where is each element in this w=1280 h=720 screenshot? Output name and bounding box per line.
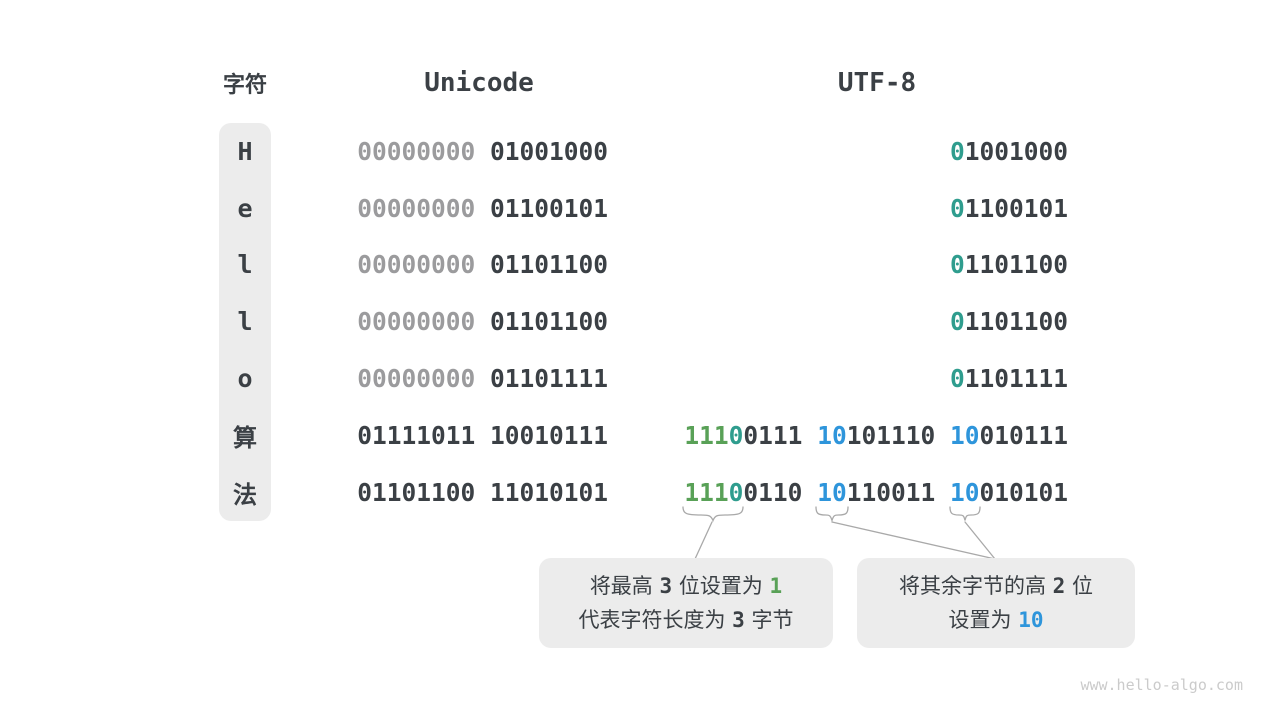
- text-segment: 01101111: [475, 364, 608, 394]
- text-segment: 00000000: [357, 307, 476, 337]
- text-segment: 10: [949, 420, 980, 450]
- text-segment: 01001000: [475, 136, 608, 166]
- text-segment: 010111: [979, 420, 1068, 450]
- text-segment: 010101: [979, 477, 1068, 507]
- text-segment: 1101100: [964, 250, 1068, 280]
- text-segment: 0: [949, 307, 965, 337]
- text-segment: 01101100: [475, 307, 608, 337]
- note-line: 代表字符长度为 3 字节: [578, 607, 793, 633]
- text-segment: 0111: [743, 420, 818, 450]
- text-segment: 1001000: [964, 136, 1068, 166]
- unicode-cell: 00000000 01101100: [356, 237, 608, 294]
- text-segment: 111: [684, 477, 729, 507]
- text-segment: 10: [817, 477, 847, 507]
- text-segment: 01100101: [475, 193, 608, 223]
- connector-line-right: [964, 521, 996, 560]
- text-segment: 0: [949, 364, 965, 394]
- char-glyph: 算: [233, 423, 257, 452]
- char-glyph: H: [237, 136, 253, 166]
- text-segment: 01101100 11010101: [357, 477, 608, 507]
- char-cell: 法: [219, 464, 271, 521]
- char-glyph: e: [237, 193, 253, 223]
- text-segment: 00000000: [357, 250, 476, 280]
- note-high-bits: 将最高 3 位设置为 1 代表字符长度为 3 字节: [539, 558, 833, 648]
- text-segment: 0: [949, 250, 965, 280]
- text-segment: 111: [684, 420, 729, 450]
- text-segment: 0: [949, 193, 965, 223]
- note-line: 设置为 10: [949, 607, 1044, 633]
- text-segment: 1101100: [964, 307, 1068, 337]
- char-cell: e: [219, 180, 271, 237]
- text-segment: 00000000: [357, 364, 476, 394]
- text-segment: 2: [1052, 574, 1066, 599]
- text-segment: 将最高: [589, 574, 660, 599]
- text-segment: 位设置为: [672, 574, 770, 599]
- char-cell: H: [219, 123, 271, 180]
- text-segment: 10: [1018, 607, 1044, 632]
- unicode-cell: 00000000 01100101: [356, 180, 608, 237]
- text-segment: 0: [728, 420, 744, 450]
- text-segment: 3: [659, 574, 673, 599]
- text-segment: 0110: [743, 477, 818, 507]
- text-segment: 位: [1065, 574, 1094, 599]
- text-segment: 00000000: [357, 193, 476, 223]
- text-segment: 01111011 10010111: [357, 420, 608, 450]
- text-segment: 3: [732, 607, 745, 632]
- note-line: 将最高 3 位设置为 1: [590, 573, 782, 599]
- text-segment: 0: [728, 477, 744, 507]
- text-segment: 代表字符长度为: [578, 607, 733, 632]
- underbrace-prefix-1110: [682, 506, 744, 523]
- text-segment: 设置为: [948, 607, 1019, 632]
- unicode-cell: 00000000 01001000: [356, 123, 608, 180]
- text-segment: 101110: [846, 420, 950, 450]
- text-segment: 10: [949, 477, 980, 507]
- connector-line-left: [694, 521, 713, 560]
- text-segment: 10: [817, 420, 847, 450]
- text-segment: 110011: [846, 477, 950, 507]
- text-segment: 字节: [744, 607, 794, 632]
- char-cell: l: [219, 293, 271, 350]
- note-line: 将其余字节的高 2 位: [899, 573, 1093, 599]
- brace-connector-graphics: [682, 506, 996, 560]
- char-glyph: o: [237, 364, 253, 394]
- char-cell: o: [219, 350, 271, 407]
- connector-line-mid: [831, 521, 996, 560]
- underbrace-byte2-10: [815, 506, 849, 523]
- unicode-cell: 00000000 01101100: [356, 293, 608, 350]
- column-header-unicode: Unicode: [424, 68, 534, 98]
- text-segment: 0: [949, 136, 965, 166]
- watermark: www.hello-algo.com: [1080, 676, 1243, 694]
- unicode-cell: 00000000 01101111: [356, 350, 608, 407]
- char-glyph: l: [237, 250, 253, 280]
- char-glyph: l: [237, 307, 253, 337]
- text-segment: 1101111: [964, 364, 1068, 394]
- unicode-cell: 01111011 10010111: [356, 407, 608, 464]
- char-cell: 算: [219, 407, 271, 464]
- text-segment: 00000000: [357, 136, 476, 166]
- text-segment: 1: [769, 574, 783, 599]
- note-continuation-bits: 将其余字节的高 2 位 设置为 10: [857, 558, 1135, 648]
- char-cell: l: [219, 237, 271, 294]
- text-segment: 将其余字节的高: [898, 574, 1053, 599]
- underbrace-byte3-10: [949, 506, 981, 521]
- text-segment: 01101100: [475, 250, 608, 280]
- text-segment: 1100101: [964, 193, 1068, 223]
- char-glyph: 法: [233, 480, 257, 509]
- column-header-utf8: UTF-8: [837, 68, 917, 98]
- char-column-pill: [219, 123, 271, 521]
- unicode-cell: 01101100 11010101: [356, 464, 608, 521]
- column-header-char: 字符: [222, 73, 268, 98]
